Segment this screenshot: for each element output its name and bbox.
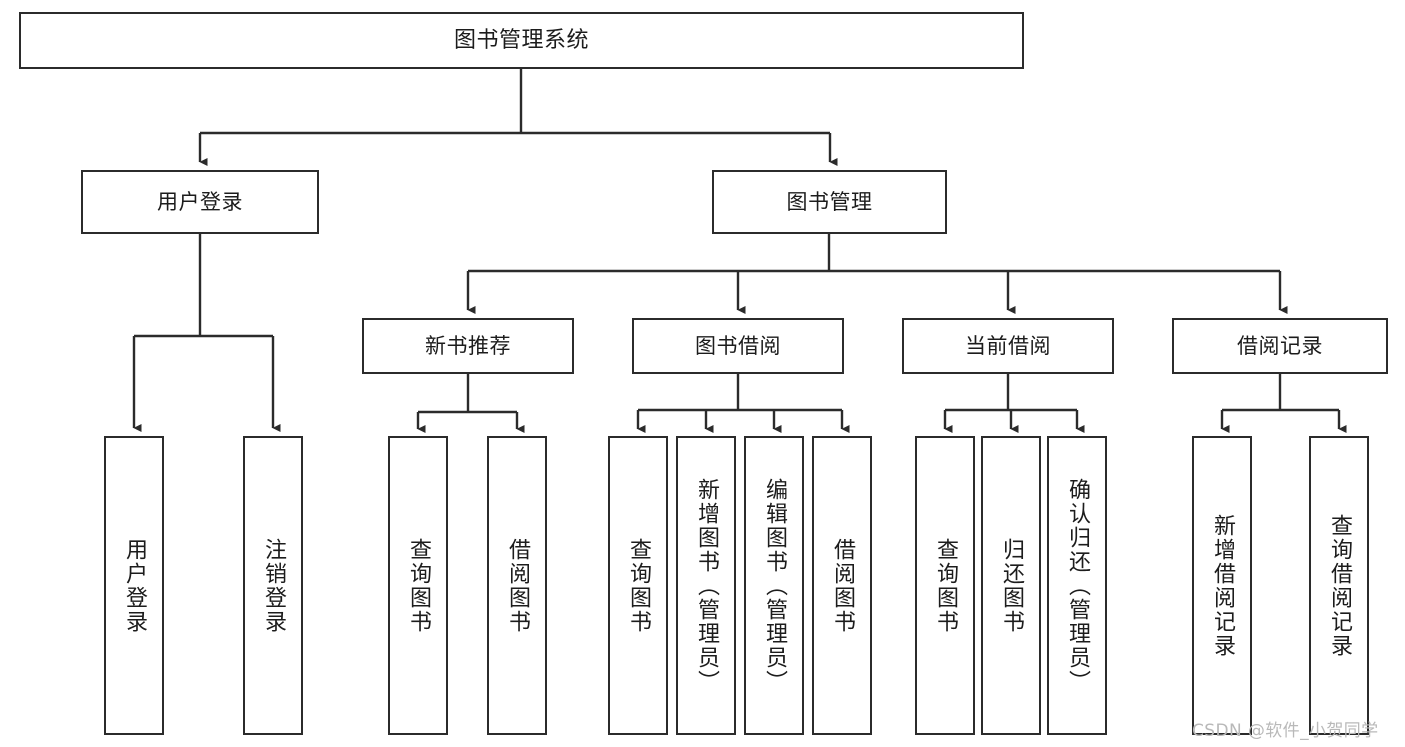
node-leaf-borrow-book-2[interactable]: 借阅图书 — [812, 436, 872, 735]
node-leaf-borrow-book-2-label: 借阅图书 — [830, 537, 855, 634]
node-leaf-add-book-label: 新增图书（管理员） — [694, 477, 719, 694]
node-book-borrow[interactable]: 图书借阅 — [632, 318, 844, 374]
node-book-borrow-label: 图书借阅 — [695, 333, 781, 358]
node-borrow-record-label: 借阅记录 — [1237, 333, 1323, 358]
node-leaf-add-record[interactable]: 新增借阅记录 — [1192, 436, 1252, 735]
node-leaf-query-book-2-label: 查询图书 — [626, 537, 651, 634]
node-user-login[interactable]: 用户登录 — [81, 170, 319, 234]
node-leaf-borrow-book-1-label: 借阅图书 — [505, 537, 530, 634]
node-leaf-add-book[interactable]: 新增图书（管理员） — [676, 436, 736, 735]
node-leaf-confirm-return[interactable]: 确认归还（管理员） — [1047, 436, 1107, 735]
node-current-borrow[interactable]: 当前借阅 — [902, 318, 1114, 374]
node-leaf-query-book-1[interactable]: 查询图书 — [388, 436, 448, 735]
node-leaf-logout[interactable]: 注销登录 — [243, 436, 303, 735]
node-leaf-confirm-return-label: 确认归还（管理员） — [1065, 477, 1090, 694]
node-leaf-return-book[interactable]: 归还图书 — [981, 436, 1041, 735]
node-borrow-record[interactable]: 借阅记录 — [1172, 318, 1388, 374]
node-book-manage-label: 图书管理 — [786, 189, 873, 214]
node-leaf-logout-label: 注销登录 — [261, 537, 286, 634]
node-root[interactable]: 图书管理系统 — [19, 12, 1024, 69]
node-new-book-recommend[interactable]: 新书推荐 — [362, 318, 574, 374]
csdn-watermark: CSDN @软件_小贺同学 — [1192, 721, 1379, 741]
node-leaf-query-book-2[interactable]: 查询图书 — [608, 436, 668, 735]
node-leaf-query-record-label: 查询借阅记录 — [1327, 513, 1352, 658]
node-leaf-query-record[interactable]: 查询借阅记录 — [1309, 436, 1369, 735]
node-leaf-edit-book[interactable]: 编辑图书（管理员） — [744, 436, 804, 735]
node-leaf-query-book-3[interactable]: 查询图书 — [915, 436, 975, 735]
node-leaf-add-record-label: 新增借阅记录 — [1210, 513, 1235, 658]
node-leaf-user-login[interactable]: 用户登录 — [104, 436, 164, 735]
node-root-label: 图书管理系统 — [453, 27, 589, 53]
node-book-manage[interactable]: 图书管理 — [712, 170, 947, 234]
node-leaf-user-login-label: 用户登录 — [122, 537, 147, 634]
node-leaf-return-book-label: 归还图书 — [999, 537, 1024, 634]
node-current-borrow-label: 当前借阅 — [965, 333, 1051, 358]
node-leaf-edit-book-label: 编辑图书（管理员） — [762, 477, 787, 694]
node-leaf-query-book-3-label: 查询图书 — [933, 537, 958, 634]
node-new-book-recommend-label: 新书推荐 — [425, 333, 511, 358]
node-leaf-query-book-1-label: 查询图书 — [406, 537, 431, 634]
node-user-login-label: 用户登录 — [157, 189, 243, 214]
node-leaf-borrow-book-1[interactable]: 借阅图书 — [487, 436, 547, 735]
